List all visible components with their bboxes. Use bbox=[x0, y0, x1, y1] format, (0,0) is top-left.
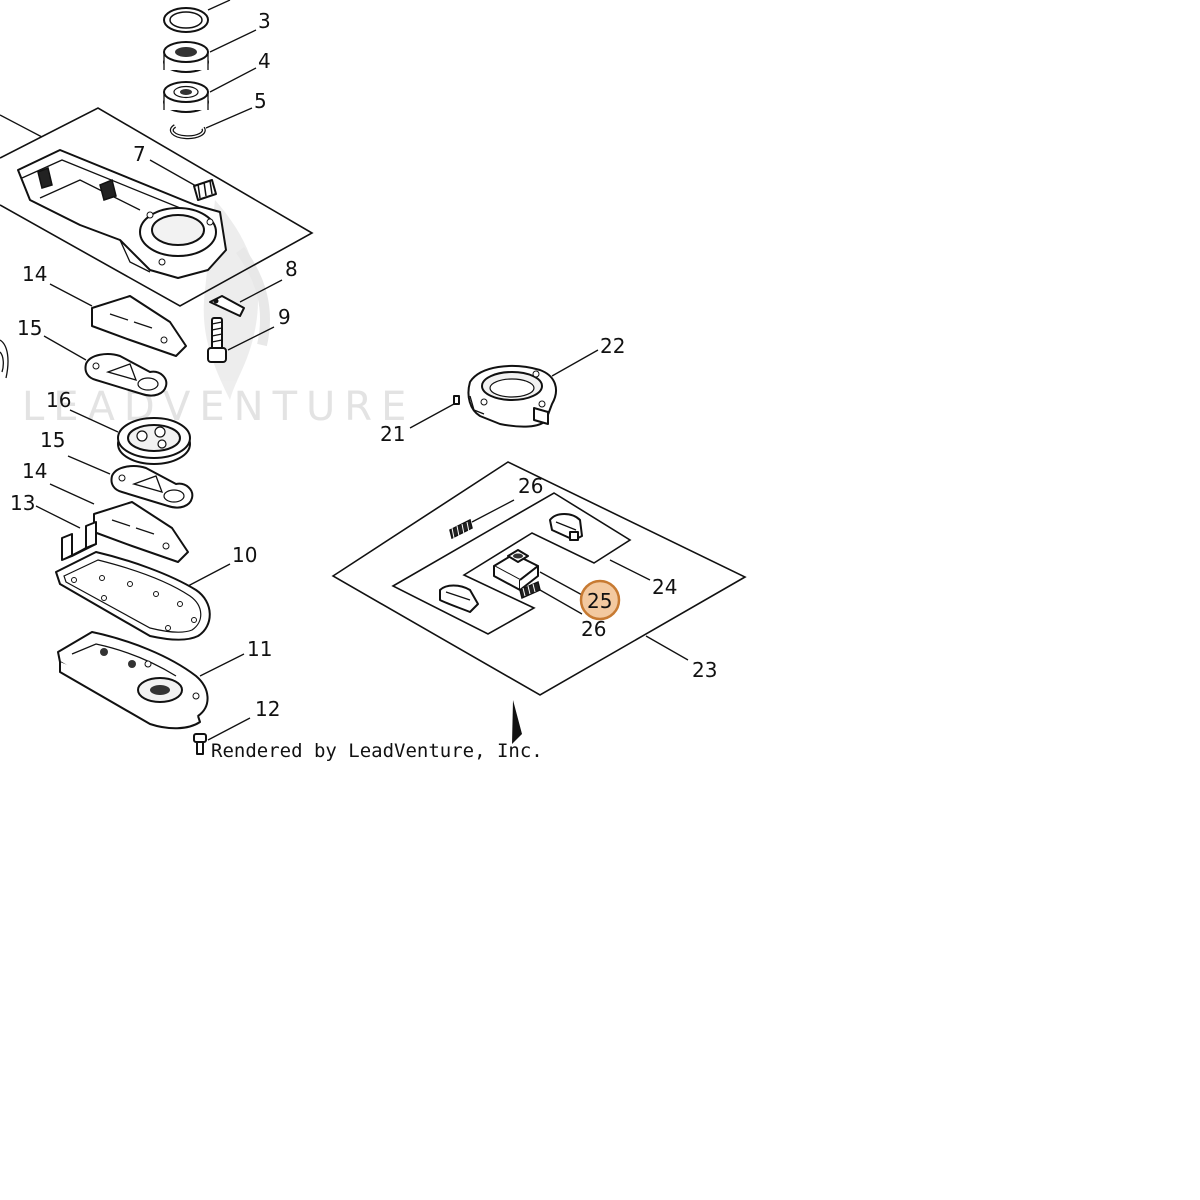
callout-7[interactable]: 7 bbox=[133, 142, 146, 166]
spring-26-top[interactable] bbox=[449, 518, 473, 540]
callout-4[interactable]: 4 bbox=[258, 49, 271, 73]
callout-21[interactable]: 21 bbox=[380, 422, 405, 446]
kit-box-24 bbox=[391, 492, 632, 635]
clutch-hub[interactable] bbox=[493, 549, 539, 591]
screw-12[interactable] bbox=[193, 733, 207, 755]
lock-plate-8[interactable] bbox=[209, 295, 245, 317]
callout-25[interactable]: 25 bbox=[587, 589, 612, 613]
callout-12[interactable]: 12 bbox=[255, 697, 280, 721]
callout-8[interactable]: 8 bbox=[285, 257, 298, 281]
callout-labels: 3 4 5 7 8 9 10 11 12 13 14 14 15 15 16 2… bbox=[10, 9, 717, 721]
gear-case-box bbox=[0, 107, 314, 307]
clutch-cover-22[interactable] bbox=[467, 365, 557, 428]
pin-21[interactable] bbox=[453, 395, 460, 405]
bolt-9[interactable] bbox=[207, 317, 227, 363]
gear-cover-11[interactable] bbox=[57, 631, 209, 730]
shim-14-top[interactable] bbox=[91, 295, 187, 357]
partial-part-left bbox=[0, 339, 9, 379]
direction-arrow-icon bbox=[512, 700, 522, 744]
gasket-10[interactable] bbox=[55, 551, 211, 641]
callout-16[interactable]: 16 bbox=[46, 388, 71, 412]
watermark-text: LEADVENTURE bbox=[22, 384, 415, 430]
bracket-13[interactable] bbox=[61, 521, 97, 561]
callout-23[interactable]: 23 bbox=[692, 658, 717, 682]
snap-ring-top[interactable] bbox=[163, 7, 209, 33]
callout-9[interactable]: 9 bbox=[278, 305, 291, 329]
callout-26-top[interactable]: 26 bbox=[518, 474, 543, 498]
callout-24[interactable]: 24 bbox=[652, 575, 677, 599]
clutch-shoe-left[interactable] bbox=[439, 584, 479, 613]
callout-22[interactable]: 22 bbox=[600, 334, 625, 358]
plate-15-upper[interactable] bbox=[84, 353, 168, 397]
gear-case-housing[interactable] bbox=[17, 149, 227, 279]
credit-text: Rendered by LeadVenture, Inc. bbox=[211, 740, 543, 762]
kit-box-23 bbox=[331, 461, 747, 696]
callout-14-top[interactable]: 14 bbox=[22, 262, 47, 286]
shim-14-bottom[interactable] bbox=[93, 501, 189, 563]
callout-15-top[interactable]: 15 bbox=[17, 316, 42, 340]
callout-14-bottom[interactable]: 14 bbox=[22, 459, 47, 483]
callout-11[interactable]: 11 bbox=[247, 637, 272, 661]
callout-10[interactable]: 10 bbox=[232, 543, 257, 567]
bearing-3[interactable] bbox=[163, 41, 209, 73]
callout-26-bottom[interactable]: 26 bbox=[581, 617, 606, 641]
callout-15-bottom[interactable]: 15 bbox=[40, 428, 65, 452]
callout-25-highlight[interactable]: 25 bbox=[579, 579, 621, 621]
bearing-4[interactable] bbox=[163, 81, 209, 113]
gear-16[interactable] bbox=[117, 417, 191, 465]
grease-fitting-7[interactable] bbox=[193, 179, 217, 201]
circlip-5[interactable] bbox=[169, 124, 206, 140]
callout-5[interactable]: 5 bbox=[254, 89, 267, 113]
callout-13[interactable]: 13 bbox=[10, 491, 35, 515]
plate-15-lower[interactable] bbox=[110, 465, 194, 509]
clutch-shoe-right[interactable] bbox=[549, 513, 583, 541]
callout-3[interactable]: 3 bbox=[258, 9, 271, 33]
